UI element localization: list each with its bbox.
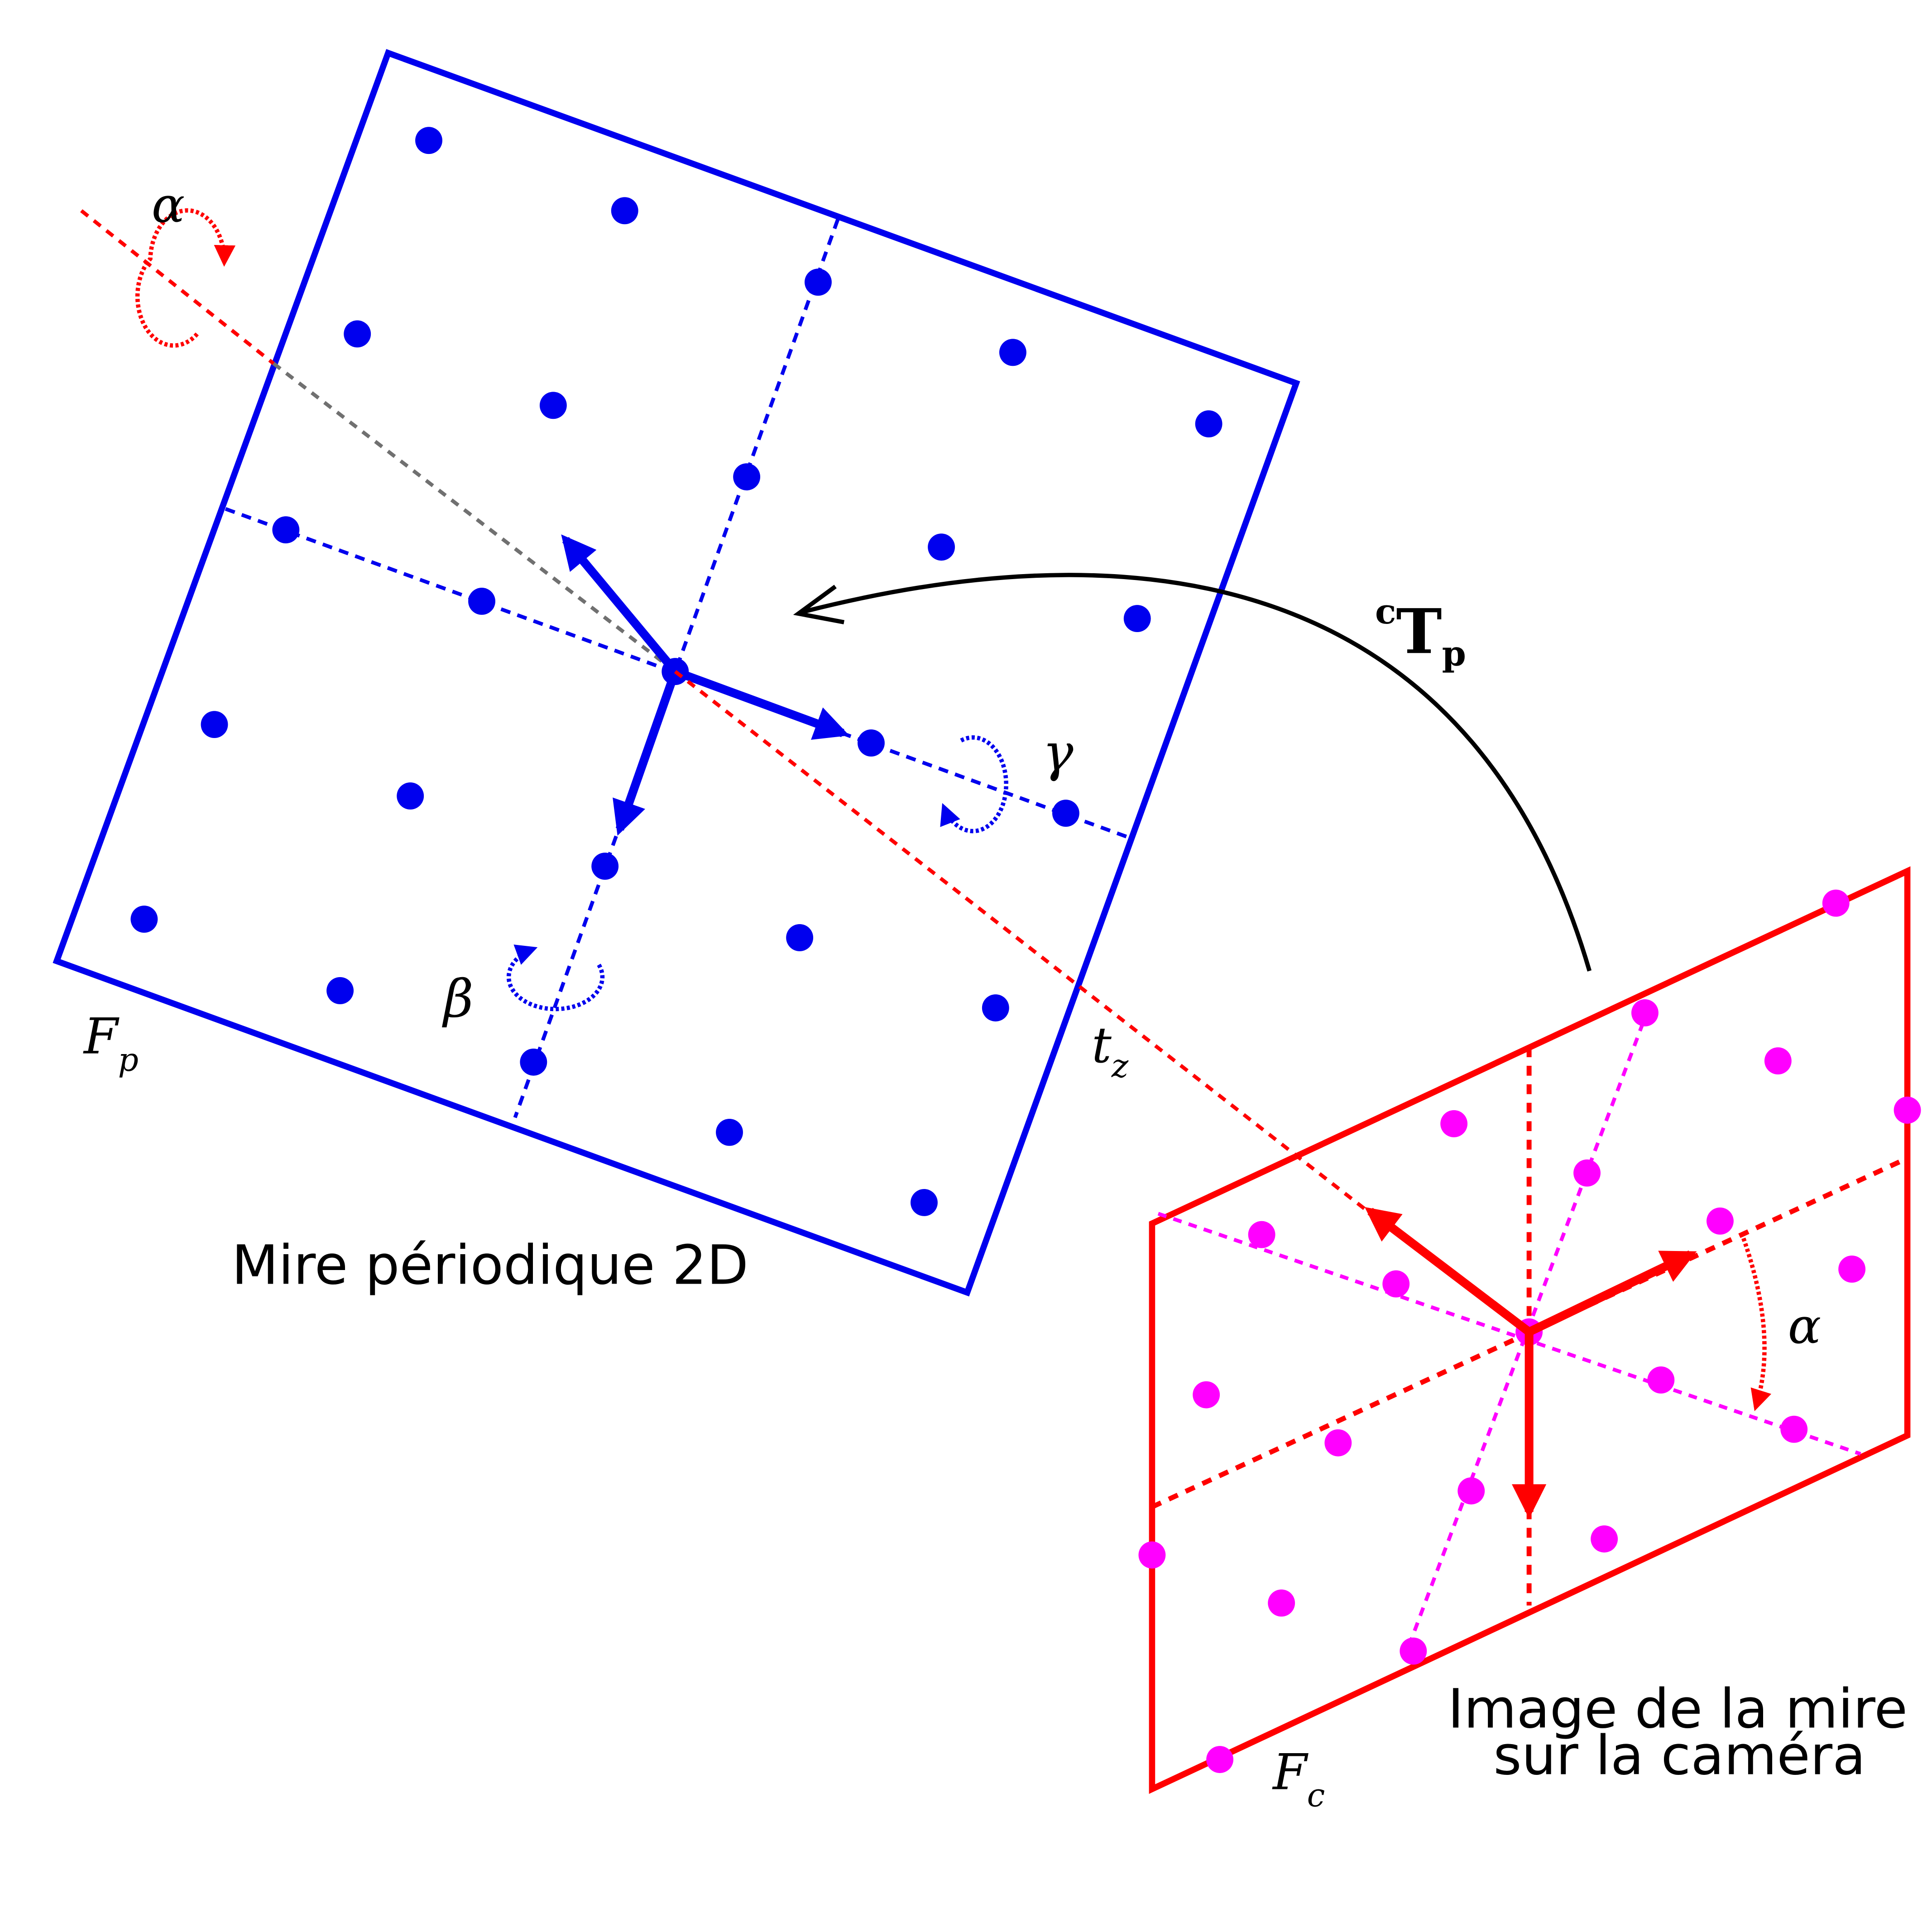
pattern-dot <box>999 339 1026 366</box>
frame-camera-letter: F <box>1272 1743 1309 1801</box>
angle-beta: β <box>442 968 474 1029</box>
rotation-alpha-arrow-camera <box>1741 1237 1772 1411</box>
pattern-dot <box>130 906 158 933</box>
projected-axis-2 <box>1403 1007 1650 1658</box>
transform-arrowhead <box>793 585 844 624</box>
pattern-dot <box>468 588 495 615</box>
frame-pattern-letter: F <box>83 1008 120 1065</box>
pattern-dot <box>611 197 638 225</box>
pattern-dot <box>982 994 1009 1021</box>
camera-dot <box>1838 1256 1866 1283</box>
pattern-dot <box>716 1118 743 1146</box>
translation-label: tz <box>1092 1016 1129 1085</box>
pattern-dot <box>1052 800 1079 827</box>
pattern-dots <box>130 127 1222 1216</box>
frame-pattern-label: Fp <box>83 1008 139 1079</box>
pattern-dot <box>591 853 619 880</box>
angle-gamma: γ <box>1042 722 1074 782</box>
camera-axis-arrow-x <box>1527 1250 1697 1336</box>
pattern-dot <box>326 977 354 1004</box>
pattern-frame <box>53 49 1300 1297</box>
camera-dots <box>1138 889 1921 1773</box>
camera-dot <box>1268 1589 1295 1617</box>
transform-arrow <box>800 573 1592 972</box>
pattern-dot <box>928 533 955 561</box>
rotation-alpha-arrow-top <box>135 208 236 348</box>
pattern-axis-arrow-x <box>673 667 849 740</box>
camera-dot <box>1248 1221 1275 1248</box>
transform-sup: c <box>1375 591 1396 632</box>
pattern-axis-arrow-y <box>613 670 680 836</box>
camera-dot <box>1138 1541 1166 1569</box>
camera-group <box>1138 866 1921 1794</box>
camera-dot <box>1440 1110 1468 1137</box>
projected-axis-1 <box>1157 1212 1861 1456</box>
frame-camera-sub: c <box>1307 1776 1325 1814</box>
pattern-dot <box>415 127 442 154</box>
pattern-dot <box>1195 410 1222 438</box>
angle-alpha-top: α <box>152 176 185 234</box>
camera-dot <box>1591 1525 1618 1553</box>
camera-dot <box>1193 1381 1220 1409</box>
pattern-dot <box>1123 605 1151 633</box>
pattern-dot <box>858 729 885 757</box>
camera-dot <box>1324 1429 1352 1457</box>
rotation-gamma-arrow <box>940 735 1008 834</box>
camera-dot <box>1457 1477 1485 1505</box>
pattern-axis-arrow-z <box>561 534 679 675</box>
pattern-dot <box>520 1048 547 1076</box>
transform-main: T <box>1396 595 1442 668</box>
pattern-dot <box>201 711 228 738</box>
camera-dot <box>1647 1366 1675 1394</box>
pattern-dot <box>733 463 761 491</box>
camera-dot <box>1400 1637 1427 1665</box>
optical-axis-lower <box>674 670 1369 1213</box>
camera-dot <box>1822 889 1850 917</box>
pattern-dot <box>805 268 832 296</box>
camera-caption-line1: Image de la mire <box>1448 1678 1908 1740</box>
frame-camera-label: Fc <box>1272 1743 1325 1814</box>
pattern-axis-normal-gray <box>272 362 676 673</box>
pattern-dot <box>397 782 424 810</box>
camera-caption-line2: sur la caméra <box>1493 1725 1865 1788</box>
camera-frame <box>1149 866 1911 1794</box>
camera-dot <box>1631 999 1659 1026</box>
camera-dot <box>1382 1270 1410 1298</box>
pattern-group <box>53 49 1300 1297</box>
camera-axis-arrow-z <box>1364 1207 1532 1336</box>
translation-sub: z <box>1111 1047 1129 1084</box>
pattern-axis-horizontal <box>225 507 1131 840</box>
transform-sub: p <box>1442 633 1466 674</box>
frame-pattern-sub: p <box>118 1041 139 1079</box>
pattern-dot <box>539 392 567 419</box>
pattern-dot <box>272 516 300 544</box>
camera-dot <box>1573 1159 1601 1187</box>
pattern-axis-vertical <box>513 219 840 1118</box>
camera-dot <box>1206 1746 1234 1773</box>
pattern-dot <box>786 924 814 951</box>
transform-label: cTp <box>1375 591 1466 674</box>
translation-letter: t <box>1092 1016 1112 1074</box>
pattern-caption: Mire périodique 2D <box>232 1234 748 1297</box>
pattern-dot <box>344 320 371 348</box>
camera-dot <box>1707 1207 1734 1235</box>
angle-alpha-camera: α <box>1788 1297 1822 1355</box>
camera-dot <box>1780 1415 1808 1443</box>
optical-axis-upper <box>80 209 275 365</box>
camera-dot <box>1894 1096 1921 1124</box>
camera-dot <box>1764 1047 1792 1074</box>
pattern-dot <box>911 1189 938 1216</box>
rotation-beta-arrow <box>506 944 605 1012</box>
